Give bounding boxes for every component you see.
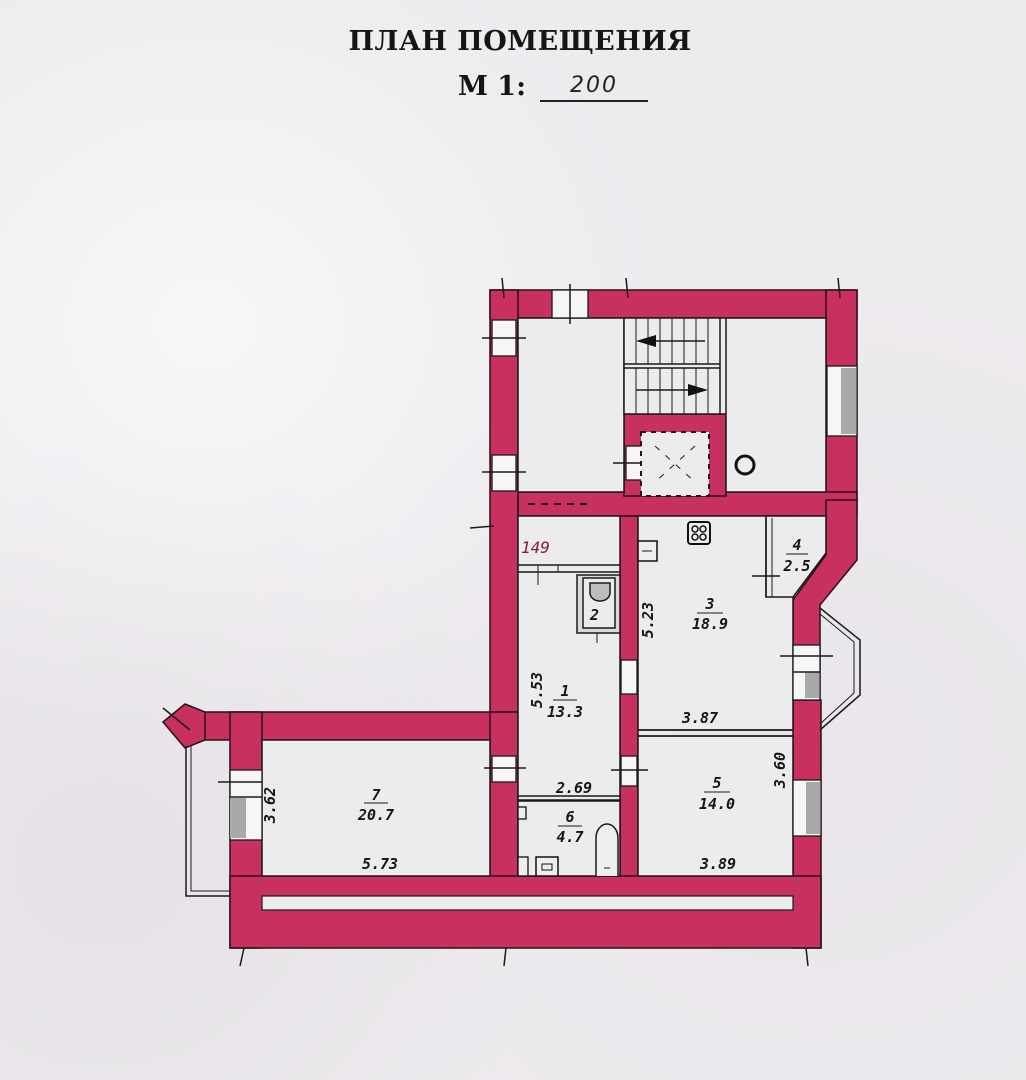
elevator-shaft-icon: [640, 431, 710, 497]
room-5-number: 5: [712, 774, 721, 792]
room-7-number: 7: [371, 786, 380, 804]
room-6-number: 6: [565, 808, 574, 826]
room-7-dim-vertical: 3.62: [261, 787, 279, 824]
sink-icon: [637, 540, 658, 562]
windows: [218, 284, 858, 841]
room-6-area: 4.7: [556, 828, 583, 846]
toilet-icon: [589, 582, 611, 602]
room-3-area: 18.9: [692, 615, 728, 633]
sink-icon: [535, 856, 559, 877]
room-3-dim-vertical: 5.23: [639, 602, 657, 638]
room-5-dim-horizontal: 3.89: [699, 855, 736, 873]
landing-floor: [725, 317, 827, 493]
room-7-floor: [261, 739, 491, 877]
room-5-area: 14.0: [699, 795, 735, 813]
scale-row: М 1: 200: [458, 66, 649, 102]
room-6-dim-horizontal: 2.69: [555, 779, 592, 797]
corridor-dimension: 149: [521, 538, 550, 557]
scale-prefix: М 1:: [458, 71, 527, 102]
room-7-area: 20.7: [357, 806, 394, 824]
room-1-dim-vertical: 5.53: [528, 672, 546, 708]
room-1-area: 13.3: [547, 703, 583, 721]
room-4-number: 4: [792, 536, 801, 554]
stairs-icon: [623, 317, 721, 415]
hall-floor: [517, 317, 625, 493]
room-4-area: 2.5: [782, 557, 810, 575]
bay-window: [819, 607, 861, 731]
balcony: [185, 746, 230, 897]
room-3-number: 3: [704, 595, 714, 613]
room-3-dim-horizontal: 3.87: [681, 709, 718, 727]
riser-circle-icon: [734, 454, 756, 476]
room-2-number: 2: [589, 606, 599, 624]
room-5-dim-vertical: 3.60: [771, 752, 789, 789]
stove-icon: [687, 521, 711, 545]
room-7-dim-horizontal: 5.73: [362, 855, 398, 873]
room-1-number: 1: [560, 682, 569, 700]
floors: [261, 317, 827, 877]
window-hall-2: [491, 454, 517, 492]
bathtub-icon: [595, 823, 619, 876]
scale-value: 200: [540, 73, 649, 102]
room-2-wc: [576, 574, 621, 643]
axis-ticks: [162, 277, 841, 967]
plan-title: ПЛАН ПОМЕЩЕНИЯ: [348, 26, 692, 57]
